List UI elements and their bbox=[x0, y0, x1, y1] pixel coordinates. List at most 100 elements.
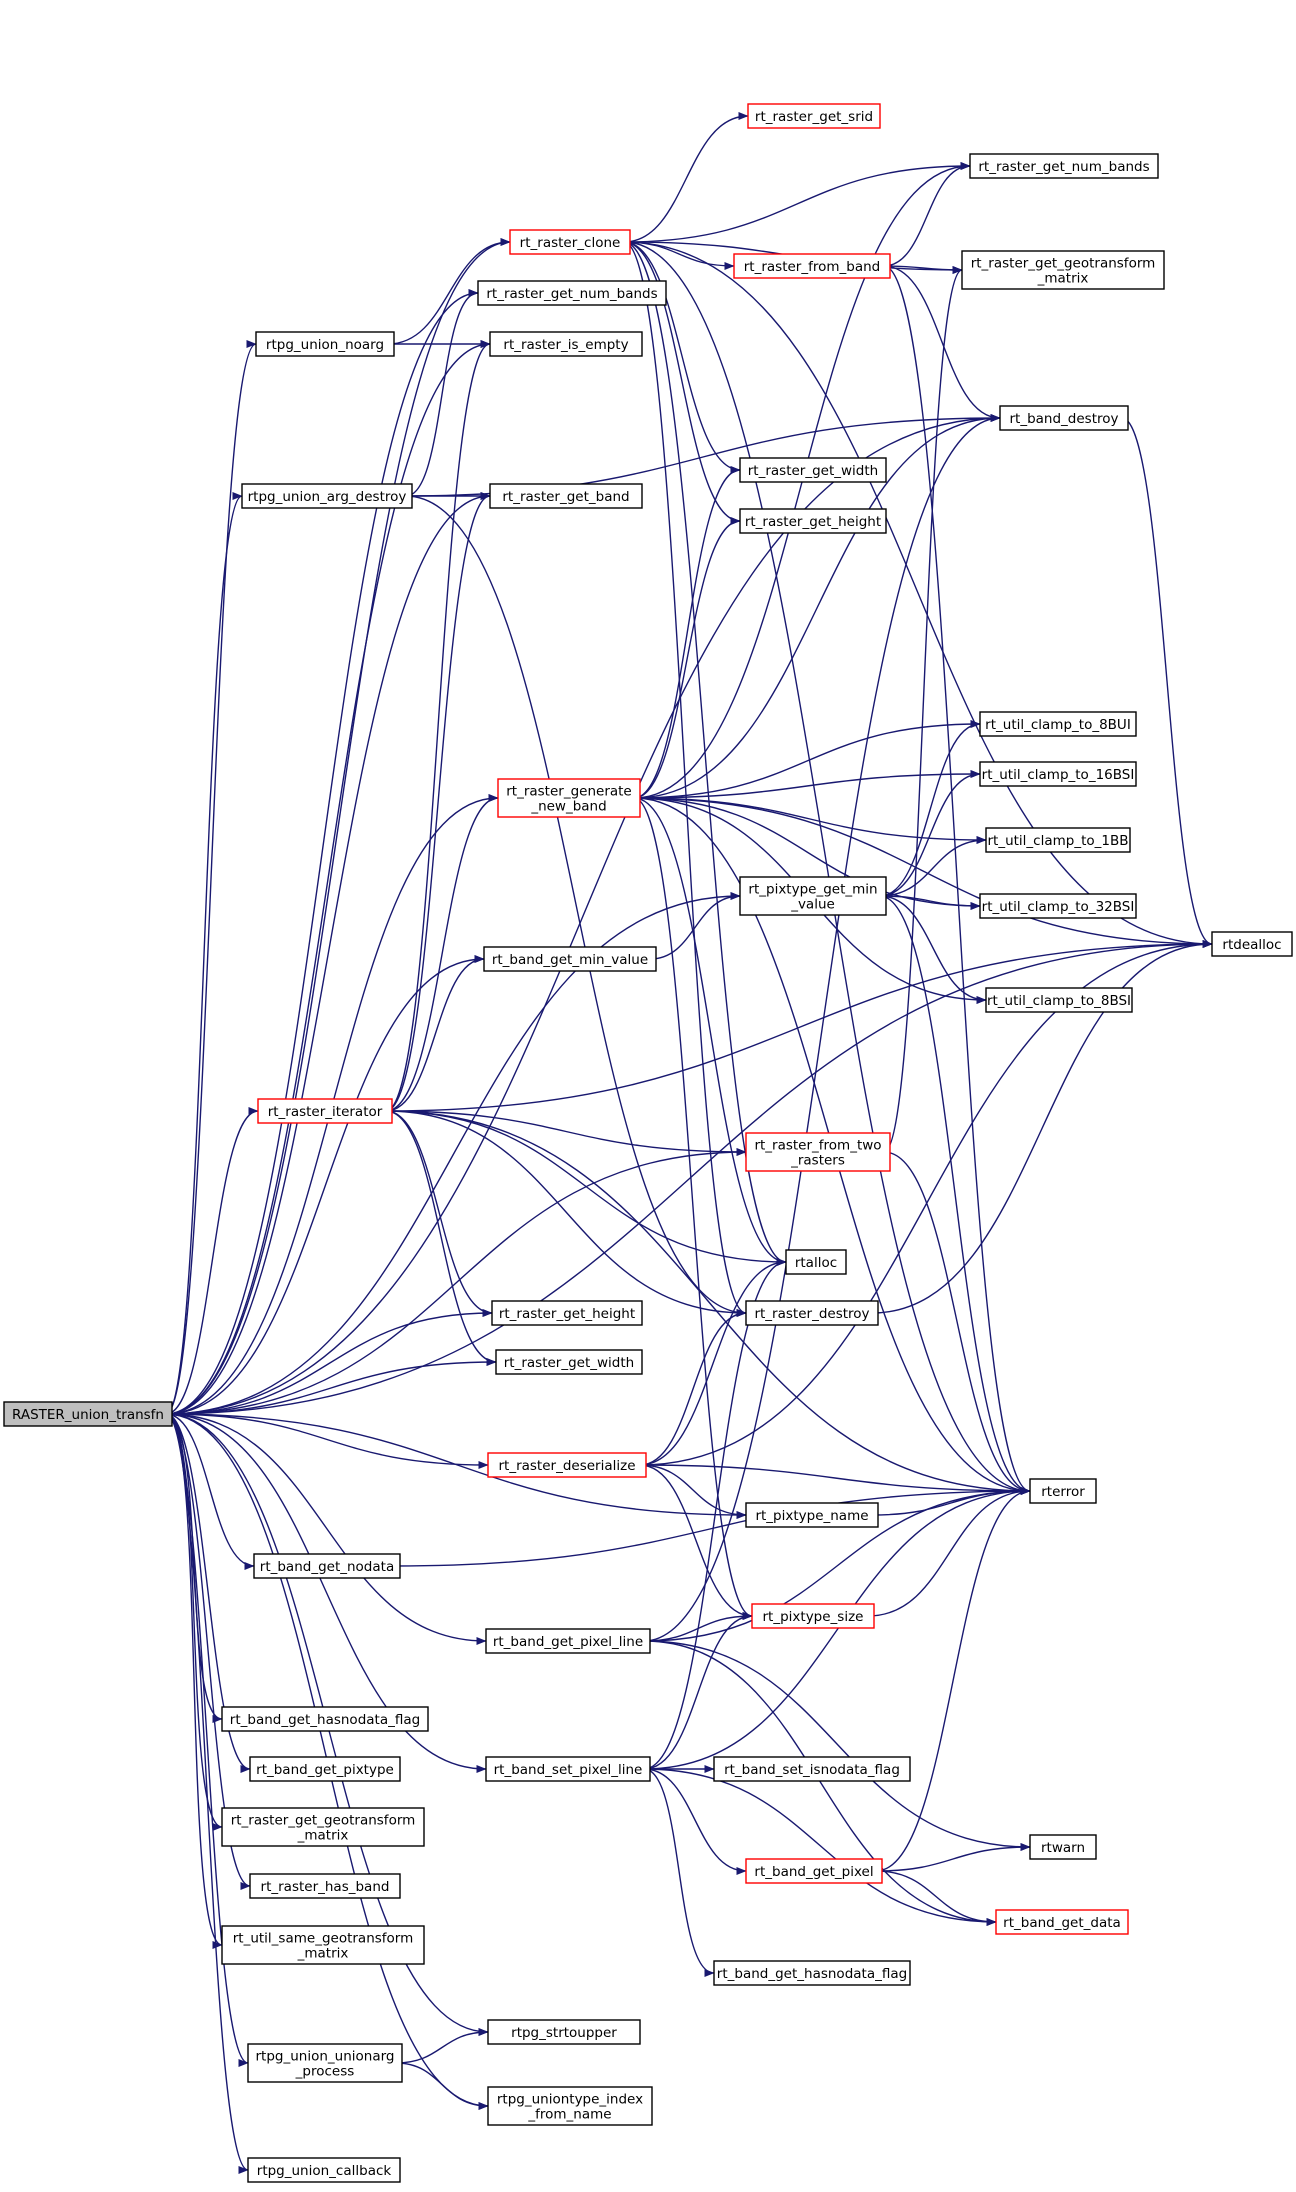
node-rt-raster-get-srid[interactable]: rt_raster_get_srid bbox=[747, 103, 881, 129]
edge-rt_pixtype_get_min_value-to-rt_util_clamp_to_32BSI bbox=[879, 895, 981, 910]
node-root[interactable]: RASTER_union_transfn bbox=[3, 1401, 173, 1427]
edge-rt_band_get_pixel-to-rterror bbox=[875, 1487, 1031, 1872]
node-label: rtpg_union_callback bbox=[257, 2163, 392, 2179]
node-rt-raster-deserialize[interactable]: rt_raster_deserialize bbox=[487, 1452, 647, 1478]
node-rt-raster-get-width-b[interactable]: rt_raster_get_width bbox=[495, 1349, 643, 1375]
node-rt-raster-is-empty[interactable]: rt_raster_is_empty bbox=[489, 331, 643, 357]
node-rt-util-clamp-to-16BSI[interactable]: rt_util_clamp_to_16BSI bbox=[979, 761, 1137, 787]
node-rt-pixtype-get-min-value[interactable]: rt_pixtype_get_min_value bbox=[739, 876, 887, 916]
node-rtpg-uniontype-index-from-name[interactable]: rtpg_uniontype_index_from_name bbox=[487, 2086, 653, 2126]
edge-rt_band_get_nodata-to-rterror bbox=[393, 1487, 1031, 1567]
node-rt-raster-from-band[interactable]: rt_raster_from_band bbox=[733, 253, 891, 279]
node-rt-raster-generate-new-band[interactable]: rt_raster_generate_new_band bbox=[497, 778, 641, 818]
edge-rt_raster_deserialize-to-rt_raster_destroy bbox=[639, 1309, 747, 1466]
node-rtpg-strtoupper[interactable]: rtpg_strtoupper bbox=[487, 2019, 641, 2045]
node-rt-band-get-hasnodata-flag-a[interactable]: rt_band_get_hasnodata_flag bbox=[221, 1706, 429, 1732]
edge-rtpg_union_unionarg_process-to-rtpg_uniontype_index_from_name bbox=[395, 2062, 489, 2110]
edge-root-to-rt_raster_is_empty bbox=[165, 340, 491, 1415]
node-label: rtpg_strtoupper bbox=[511, 2025, 617, 2041]
edge-rt_pixtype_get_min_value-to-rt_util_clamp_to_8BSI bbox=[879, 895, 987, 1004]
edge-rt_band_set_pixel_line-to-rt_pixtype_size bbox=[643, 1612, 753, 1770]
node-box bbox=[979, 761, 1137, 787]
edge-rtpg_union_arg_destroy-to-rt_raster_get_num_bands_b bbox=[405, 289, 479, 497]
edge-rt_pixtype_size-to-rterror bbox=[867, 1487, 1031, 1617]
node-box bbox=[1029, 1478, 1097, 1504]
node-rt-util-clamp-to-1BB[interactable]: rt_util_clamp_to_1BB bbox=[985, 827, 1131, 853]
edge-rt_raster_clone-to-rt_raster_get_num_bands_a bbox=[623, 162, 971, 243]
node-box bbox=[995, 1909, 1129, 1935]
node-label: _process bbox=[295, 2064, 355, 2080]
node-rtwarn[interactable]: rtwarn bbox=[1029, 1834, 1097, 1860]
node-rt-raster-get-geotransform-matrix-a[interactable]: rt_raster_get_geotransform_matrix bbox=[961, 250, 1165, 290]
node-label: rt_util_clamp_to_1BB bbox=[987, 833, 1128, 849]
node-box bbox=[713, 1756, 911, 1782]
node-rt-band-destroy[interactable]: rt_band_destroy bbox=[999, 405, 1129, 431]
node-rtpg-union-unionarg-process[interactable]: rtpg_union_unionarg_process bbox=[247, 2043, 403, 2083]
node-label: _rasters bbox=[790, 1153, 845, 1169]
node-box bbox=[961, 250, 1165, 290]
edge-rt_band_set_pixel_line-to-rt_band_get_data bbox=[643, 1768, 997, 1926]
node-rt-raster-iterator[interactable]: rt_raster_iterator bbox=[257, 1098, 393, 1124]
edge-rt_raster_deserialize-to-rtalloc bbox=[639, 1258, 787, 1466]
node-box bbox=[221, 1925, 425, 1965]
node-box bbox=[733, 253, 891, 279]
edge-rt_raster_clone-to-rt_raster_get_width_a bbox=[623, 241, 741, 474]
node-rt-band-get-min-value[interactable]: rt_band_get_min_value bbox=[483, 946, 657, 972]
node-box bbox=[253, 1553, 401, 1579]
edge-root-to-rt_raster_clone bbox=[165, 238, 511, 1415]
node-rt-raster-clone[interactable]: rt_raster_clone bbox=[509, 229, 631, 255]
node-rt-band-get-nodata[interactable]: rt_band_get_nodata bbox=[253, 1553, 401, 1579]
node-rt-raster-get-width-a[interactable]: rt_raster_get_width bbox=[739, 457, 887, 483]
node-box bbox=[969, 153, 1159, 179]
node-rt-band-get-pixel[interactable]: rt_band_get_pixel bbox=[745, 1858, 883, 1884]
node-box bbox=[985, 827, 1131, 853]
node-box bbox=[485, 1628, 651, 1654]
edge-rt_raster_generate_new_band-to-rt_util_clamp_to_32BSI bbox=[633, 797, 981, 910]
node-rtpg-union-noarg[interactable]: rtpg_union_noarg bbox=[255, 331, 395, 357]
node-box bbox=[483, 946, 657, 972]
node-box bbox=[999, 405, 1129, 431]
edge-rt_band_set_pixel_line-to-rterror bbox=[643, 1487, 1031, 1770]
node-rt-util-clamp-to-8BUI[interactable]: rt_util_clamp_to_8BUI bbox=[979, 711, 1137, 737]
edge-rt_raster_generate_new_band-to-rt_raster_get_height_a bbox=[633, 517, 741, 799]
node-rt-raster-get-num-bands-a[interactable]: rt_raster_get_num_bands bbox=[969, 153, 1159, 179]
node-rt-raster-has-band[interactable]: rt_raster_has_band bbox=[249, 1873, 401, 1899]
node-rt-pixtype-name[interactable]: rt_pixtype_name bbox=[745, 1502, 879, 1528]
node-rt-raster-get-num-bands-b[interactable]: rt_raster_get_num_bands bbox=[477, 280, 667, 306]
node-rt-raster-destroy[interactable]: rt_raster_destroy bbox=[745, 1300, 879, 1326]
node-rterror[interactable]: rterror bbox=[1029, 1478, 1097, 1504]
node-rtpg-union-arg-destroy[interactable]: rtpg_union_arg_destroy bbox=[241, 483, 413, 509]
node-rt-band-get-hasnodata-flag-b[interactable]: rt_band_get_hasnodata_flag bbox=[713, 1960, 911, 1986]
node-rtpg-union-callback[interactable]: rtpg_union_callback bbox=[247, 2157, 401, 2183]
node-rt-band-get-pixtype[interactable]: rt_band_get_pixtype bbox=[249, 1756, 401, 1782]
edge-rt_raster_from_band-to-rterror bbox=[883, 265, 1031, 1495]
node-label: rt_pixtype_name bbox=[755, 1508, 868, 1524]
node-rt-band-get-data[interactable]: rt_band_get_data bbox=[995, 1909, 1129, 1935]
node-rt-band-set-pixel-line[interactable]: rt_band_set_pixel_line bbox=[485, 1756, 651, 1782]
node-rt-pixtype-size[interactable]: rt_pixtype_size bbox=[751, 1603, 875, 1629]
node-rt-raster-get-band[interactable]: rt_raster_get_band bbox=[489, 483, 643, 509]
edge-root-to-rtpg_union_callback bbox=[165, 1413, 249, 2174]
node-rt-util-clamp-to-8BSI[interactable]: rt_util_clamp_to_8BSI bbox=[985, 987, 1133, 1013]
node-box bbox=[221, 1807, 425, 1847]
node-box bbox=[739, 876, 887, 916]
node-rt-band-set-isnodata-flag[interactable]: rt_band_set_isnodata_flag bbox=[713, 1756, 911, 1782]
edge-rt_raster_iterator-to-rterror bbox=[385, 1110, 1031, 1495]
node-rt-raster-from-two-rasters[interactable]: rt_raster_from_two_rasters bbox=[745, 1132, 891, 1172]
node-rt-band-get-pixel-line[interactable]: rt_band_get_pixel_line bbox=[485, 1628, 651, 1654]
node-box bbox=[979, 711, 1137, 737]
node-label: rt_util_clamp_to_8BUI bbox=[985, 717, 1131, 733]
edge-rt_raster_clone-to-rterror bbox=[623, 241, 1031, 1495]
node-rt-raster-get-height-a[interactable]: rt_raster_get_height bbox=[739, 508, 887, 534]
node-rt-util-same-geotransform-matrix[interactable]: rt_util_same_geotransform_matrix bbox=[221, 1925, 425, 1965]
node-rtalloc[interactable]: rtalloc bbox=[785, 1249, 847, 1275]
node-rt-util-clamp-to-32BSI[interactable]: rt_util_clamp_to_32BSI bbox=[979, 893, 1137, 919]
node-label: rt_band_set_pixel_line bbox=[494, 1762, 643, 1778]
node-rt-raster-get-geotransform-matrix-b[interactable]: rt_raster_get_geotransform_matrix bbox=[221, 1807, 425, 1847]
node-rtdealloc[interactable]: rtdealloc bbox=[1211, 931, 1293, 957]
node-label: rt_raster_get_height bbox=[499, 1306, 635, 1322]
edge-rt_raster_iterator-to-rt_raster_generate_new_band bbox=[385, 794, 499, 1112]
node-label: rt_band_get_hasnodata_flag bbox=[230, 1712, 420, 1728]
node-rt-raster-get-height-b[interactable]: rt_raster_get_height bbox=[491, 1300, 643, 1326]
edge-rt_band_get_pixel-to-rtwarn bbox=[875, 1843, 1031, 1872]
